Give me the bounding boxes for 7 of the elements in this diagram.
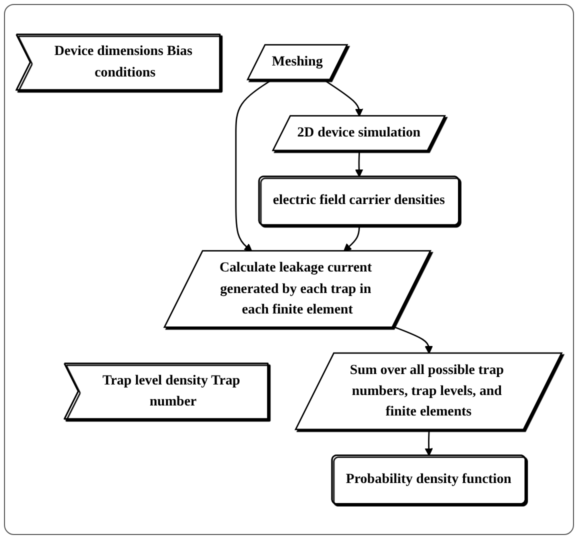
arrow	[235, 80, 272, 252]
arrow	[392, 326, 433, 354]
diagram-frame: Device dimensions Bias conditions Meshing 2D device simulation electric field carrier densities Calculate leakage current generated by each trap in each finite element Trap level density Trap number Sum over all possible trap numbers, trap levels, and finite elements Probability density function	[4, 4, 574, 535]
arrow	[343, 226, 360, 252]
arrow	[355, 151, 364, 178]
arrow	[324, 80, 364, 117]
arrow	[424, 430, 433, 456]
